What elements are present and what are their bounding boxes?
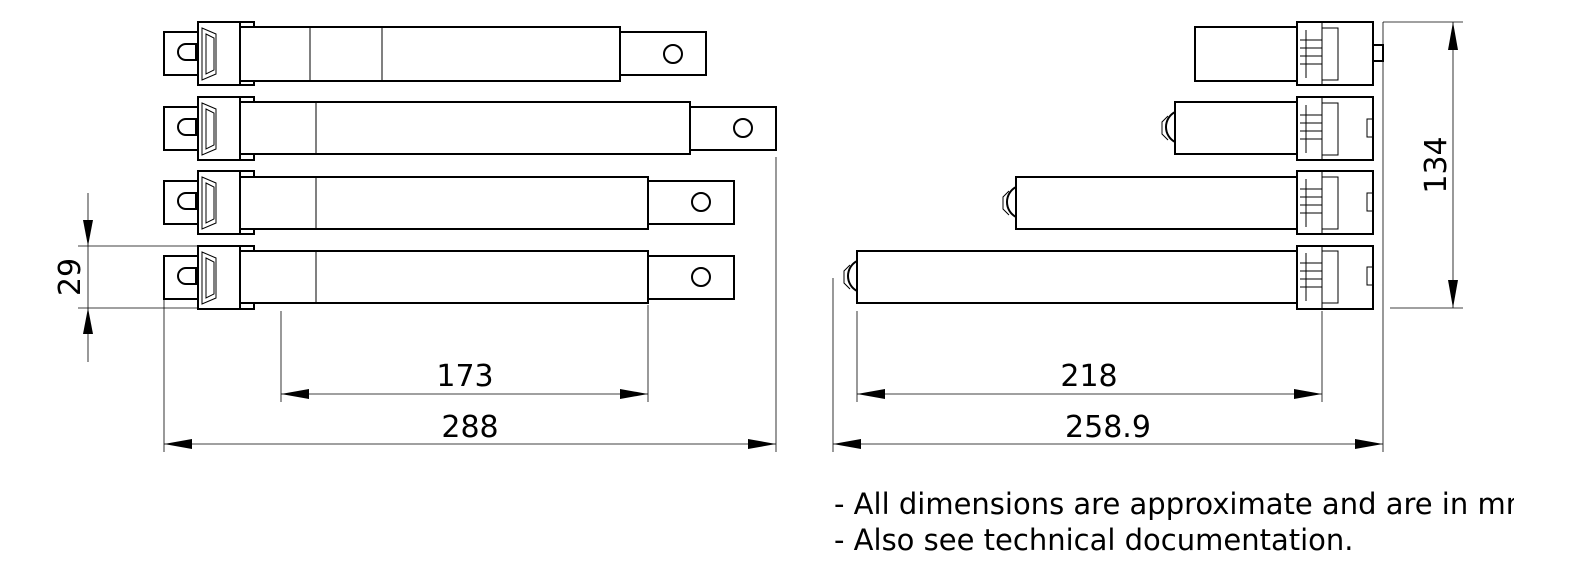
dimension-label-173: 173 xyxy=(436,359,493,394)
dimension-label-288: 288 xyxy=(441,410,498,445)
dimension-total-right: 258.9 xyxy=(832,22,1384,452)
dimension-stroke-left: 173 xyxy=(280,305,649,402)
actuator-side-view-2 xyxy=(163,96,777,161)
dimension-total-left: 288 xyxy=(163,157,777,452)
actuator-side-view-4 xyxy=(163,245,735,310)
note-line-2: - Also see technical documentation. xyxy=(834,523,1354,557)
dimension-label-134: 134 xyxy=(1419,136,1454,193)
dimension-height-single: 29 xyxy=(53,193,198,362)
dimension-stroke-right: 218 xyxy=(856,311,1323,402)
dimension-label-258-9: 258.9 xyxy=(1065,410,1151,445)
dimension-height-total: 134 xyxy=(1383,21,1463,309)
actuator-top-view-2 xyxy=(1161,96,1374,161)
actuator-side-view-3 xyxy=(163,170,735,235)
note-line-1: - All dimensions are approximate and are… xyxy=(834,487,1514,521)
dimension-label-29: 29 xyxy=(53,258,88,296)
actuator-top-view-3 xyxy=(1002,170,1374,235)
actuator-top-view-1 xyxy=(1194,21,1384,86)
actuator-top-view-4 xyxy=(843,245,1374,310)
notes: - All dimensions are approximate and are… xyxy=(834,486,1514,558)
dimension-label-218: 218 xyxy=(1060,359,1117,394)
actuator-side-view-1 xyxy=(163,21,707,86)
